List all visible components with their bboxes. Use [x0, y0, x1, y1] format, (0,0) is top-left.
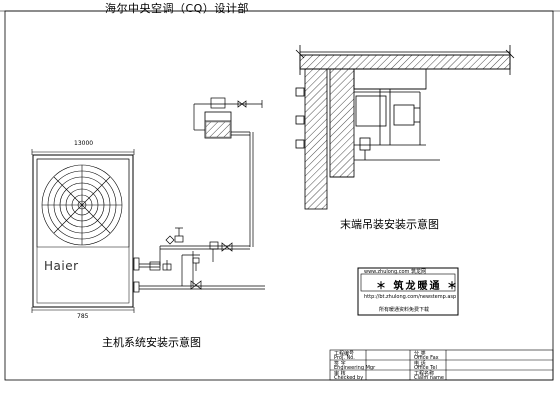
unit-depth-dimension: 785 — [77, 313, 89, 320]
brand-logo: Haier — [44, 259, 79, 273]
stamp-url: http://bt.zhulong.com/newstemp.asp — [364, 294, 457, 300]
outdoor-unit — [31, 149, 140, 313]
title-block-cell: Checked by — [334, 375, 364, 381]
drawing-header-title: 海尔中央空调（CQ）设计部 — [105, 2, 249, 15]
title-block-cell: 工程编号 — [334, 351, 355, 357]
tank-water-fill — [205, 121, 231, 138]
title-block-cell: Proj. No. — [334, 355, 355, 361]
title-block-cell: 审 核 — [334, 371, 346, 377]
title-block-cell: Engineering Mgr — [334, 365, 376, 371]
title-block-cell: 分 类 — [414, 351, 426, 357]
watermark-stamp — [357, 267, 459, 316]
stamp-name: ＊ 筑龙暖通 ＊ — [376, 281, 459, 292]
title-block-cell: Office Fax — [414, 355, 439, 361]
title-block-cell: 电 话 — [414, 361, 426, 367]
stamp-site: www.zhulong.com 筑龙网 — [364, 269, 427, 275]
title-block-cell: Office Tel — [414, 365, 437, 371]
ceiling-mount — [295, 45, 515, 210]
caption-main-unit: 主机系统安装示意图 — [102, 336, 201, 349]
title-block-cell: Claim name — [414, 375, 444, 381]
title-block-cell: 工程名称 — [414, 371, 435, 377]
title-block-cell: 签 字 — [334, 361, 346, 367]
unit-width-dimension: 13000 — [74, 140, 94, 147]
stamp-note: 所有暖通资料免费下载 — [379, 307, 430, 313]
title-block — [329, 349, 554, 381]
caption-terminal: 末端吊装安装示意图 — [340, 218, 439, 231]
fan-icon — [41, 164, 123, 246]
piping-system — [139, 97, 265, 290]
